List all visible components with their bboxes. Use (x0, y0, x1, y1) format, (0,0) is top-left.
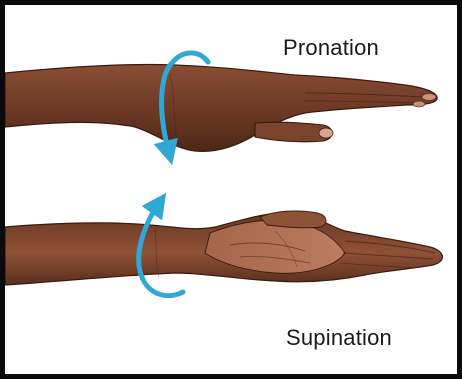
thumb-nail (319, 128, 333, 138)
forearm-rotation-illustration (5, 5, 457, 374)
pronation-label: Pronation (283, 35, 379, 61)
supinated-forearm (5, 211, 442, 285)
pronated-arm-shape (5, 64, 437, 151)
pronated-forearm (5, 64, 437, 151)
supinated-thumb (260, 211, 326, 228)
supination-label: Supination (286, 325, 392, 351)
